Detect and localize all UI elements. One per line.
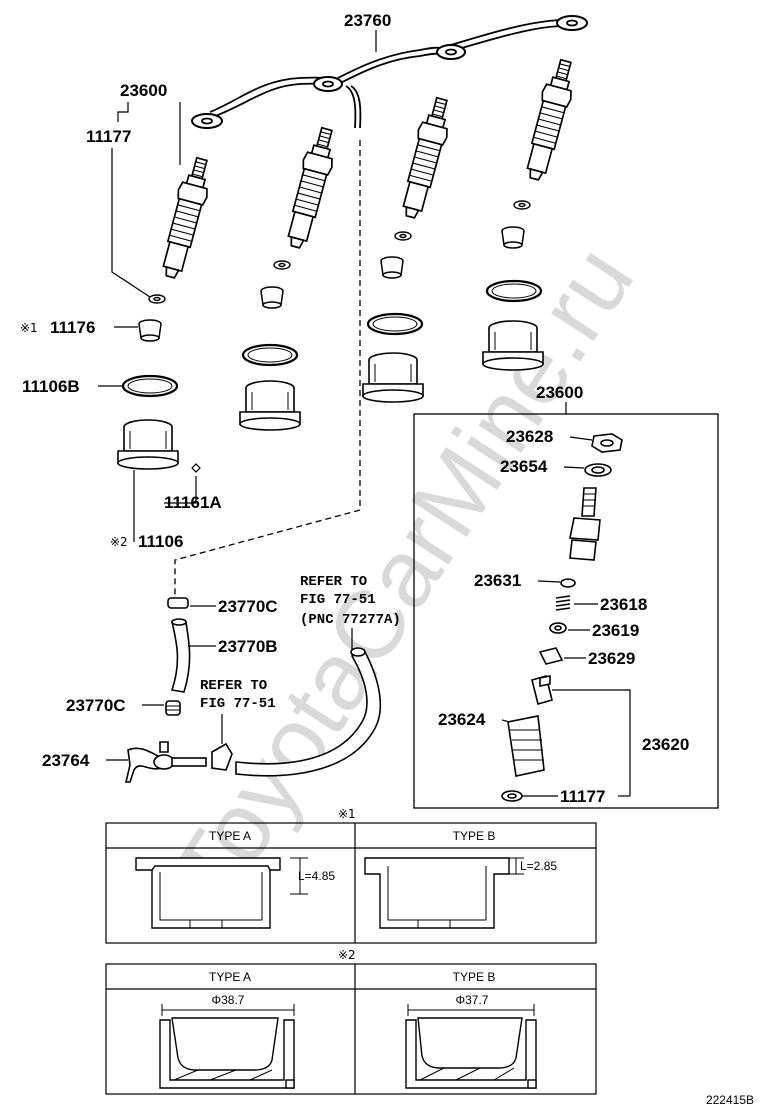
table1-dim-a: L=4.85: [298, 869, 335, 883]
callout-11106: 11106: [138, 532, 183, 551]
callout-23619: 23619: [592, 621, 639, 640]
callout-23760: 23760: [344, 11, 391, 30]
refer-note-1-line2: FIG 77-51: [300, 592, 376, 608]
callout-11176: 11176: [50, 318, 95, 337]
injector-4: [519, 56, 581, 184]
mark1-11176: ※1: [20, 321, 38, 335]
injector-3: [395, 94, 457, 222]
refer-note-2-line2: FIG 77-51: [200, 696, 276, 712]
callout-23631: 23631: [474, 571, 521, 590]
hose-assembly: [124, 597, 382, 783]
table2-dim-b: Φ37.7: [456, 993, 489, 1007]
callout-23620: 23620: [642, 735, 689, 754]
callout-23770C-top: 23770C: [218, 597, 278, 616]
table2-dim-a: Φ38.7: [212, 993, 245, 1007]
table2-type-b: TYPE B: [453, 970, 496, 984]
cylinder-2-parts: [239, 260, 301, 431]
callout-23764: 23764: [42, 751, 90, 770]
cylinder-3-parts: [362, 231, 424, 403]
table2-type-a: TYPE A: [209, 970, 251, 984]
exploded-injector-parts: [501, 433, 623, 802]
cylinder-1-parts: [117, 294, 201, 473]
watermark-text: ToyotaCarMine.ru: [152, 228, 654, 922]
leakage-pipe-23760: [191, 15, 588, 129]
table1-type-b-section: [364, 857, 524, 929]
refer-note-1-line3: (PNC 77277A): [300, 612, 401, 628]
callout-23600-top: 23600: [120, 81, 167, 100]
callout-23600-box: 23600: [536, 383, 583, 402]
callout-23624: 23624: [438, 710, 486, 729]
refer-note-2-line1: REFER TO: [200, 678, 267, 694]
exploded-view-frame: [413, 413, 719, 809]
table1-mark: ※1: [338, 807, 356, 821]
callout-23628: 23628: [506, 427, 553, 446]
table2-mark: ※2: [338, 948, 356, 962]
table1-type-a: TYPE A: [209, 829, 251, 843]
dashed-connector-line: [174, 140, 361, 600]
callout-23654: 23654: [500, 457, 548, 476]
table2-type-a-section: [159, 1004, 295, 1089]
callout-11177-top: 11177: [86, 127, 131, 146]
callout-11177-box: 11177: [560, 787, 605, 806]
callout-23629: 23629: [588, 649, 635, 668]
injector-2: [280, 124, 342, 252]
callout-23770B: 23770B: [218, 637, 278, 656]
mark2-11106: ※2: [110, 535, 128, 549]
diagram-id: 222415B: [706, 1093, 754, 1107]
table1-dim-b: L=2.85: [520, 859, 557, 873]
table1-type-b: TYPE B: [453, 829, 496, 843]
callout-11106B: 11106B: [22, 377, 80, 396]
callout-23618: 23618: [600, 595, 647, 614]
refer-note-1-line1: REFER TO: [300, 574, 367, 590]
table1-frame: [105, 822, 597, 944]
table2-frame: [105, 963, 597, 1095]
injector-1: [155, 154, 217, 282]
table1-type-a-section: [135, 857, 308, 929]
table2-type-b-section: [405, 1004, 537, 1089]
callout-23770C-bottom: 23770C: [66, 696, 126, 715]
